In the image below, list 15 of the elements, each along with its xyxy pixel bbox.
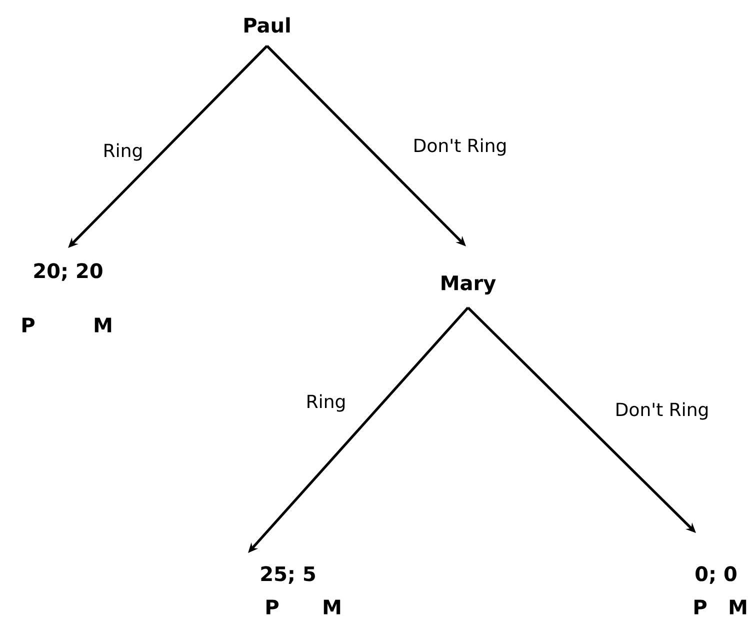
node-label: 25; 5 [261, 566, 315, 584]
player-label: M [730, 600, 746, 614]
node-label: 0; 0 [696, 566, 736, 584]
node-label: 20; 20 [34, 263, 102, 281]
edge-label: Don't Ring [410, 136, 510, 158]
player-label: P [266, 600, 278, 614]
edge-label: Don't Ring [612, 400, 712, 422]
node-label: Mary [442, 276, 496, 294]
edge-label: Ring [100, 141, 146, 163]
node-label: Paul [244, 17, 290, 33]
player-label: P [694, 600, 707, 614]
player-label: M [324, 600, 340, 614]
player-label: P [22, 318, 34, 332]
edge-label: Ring [304, 392, 348, 414]
player-label: M [94, 318, 112, 332]
